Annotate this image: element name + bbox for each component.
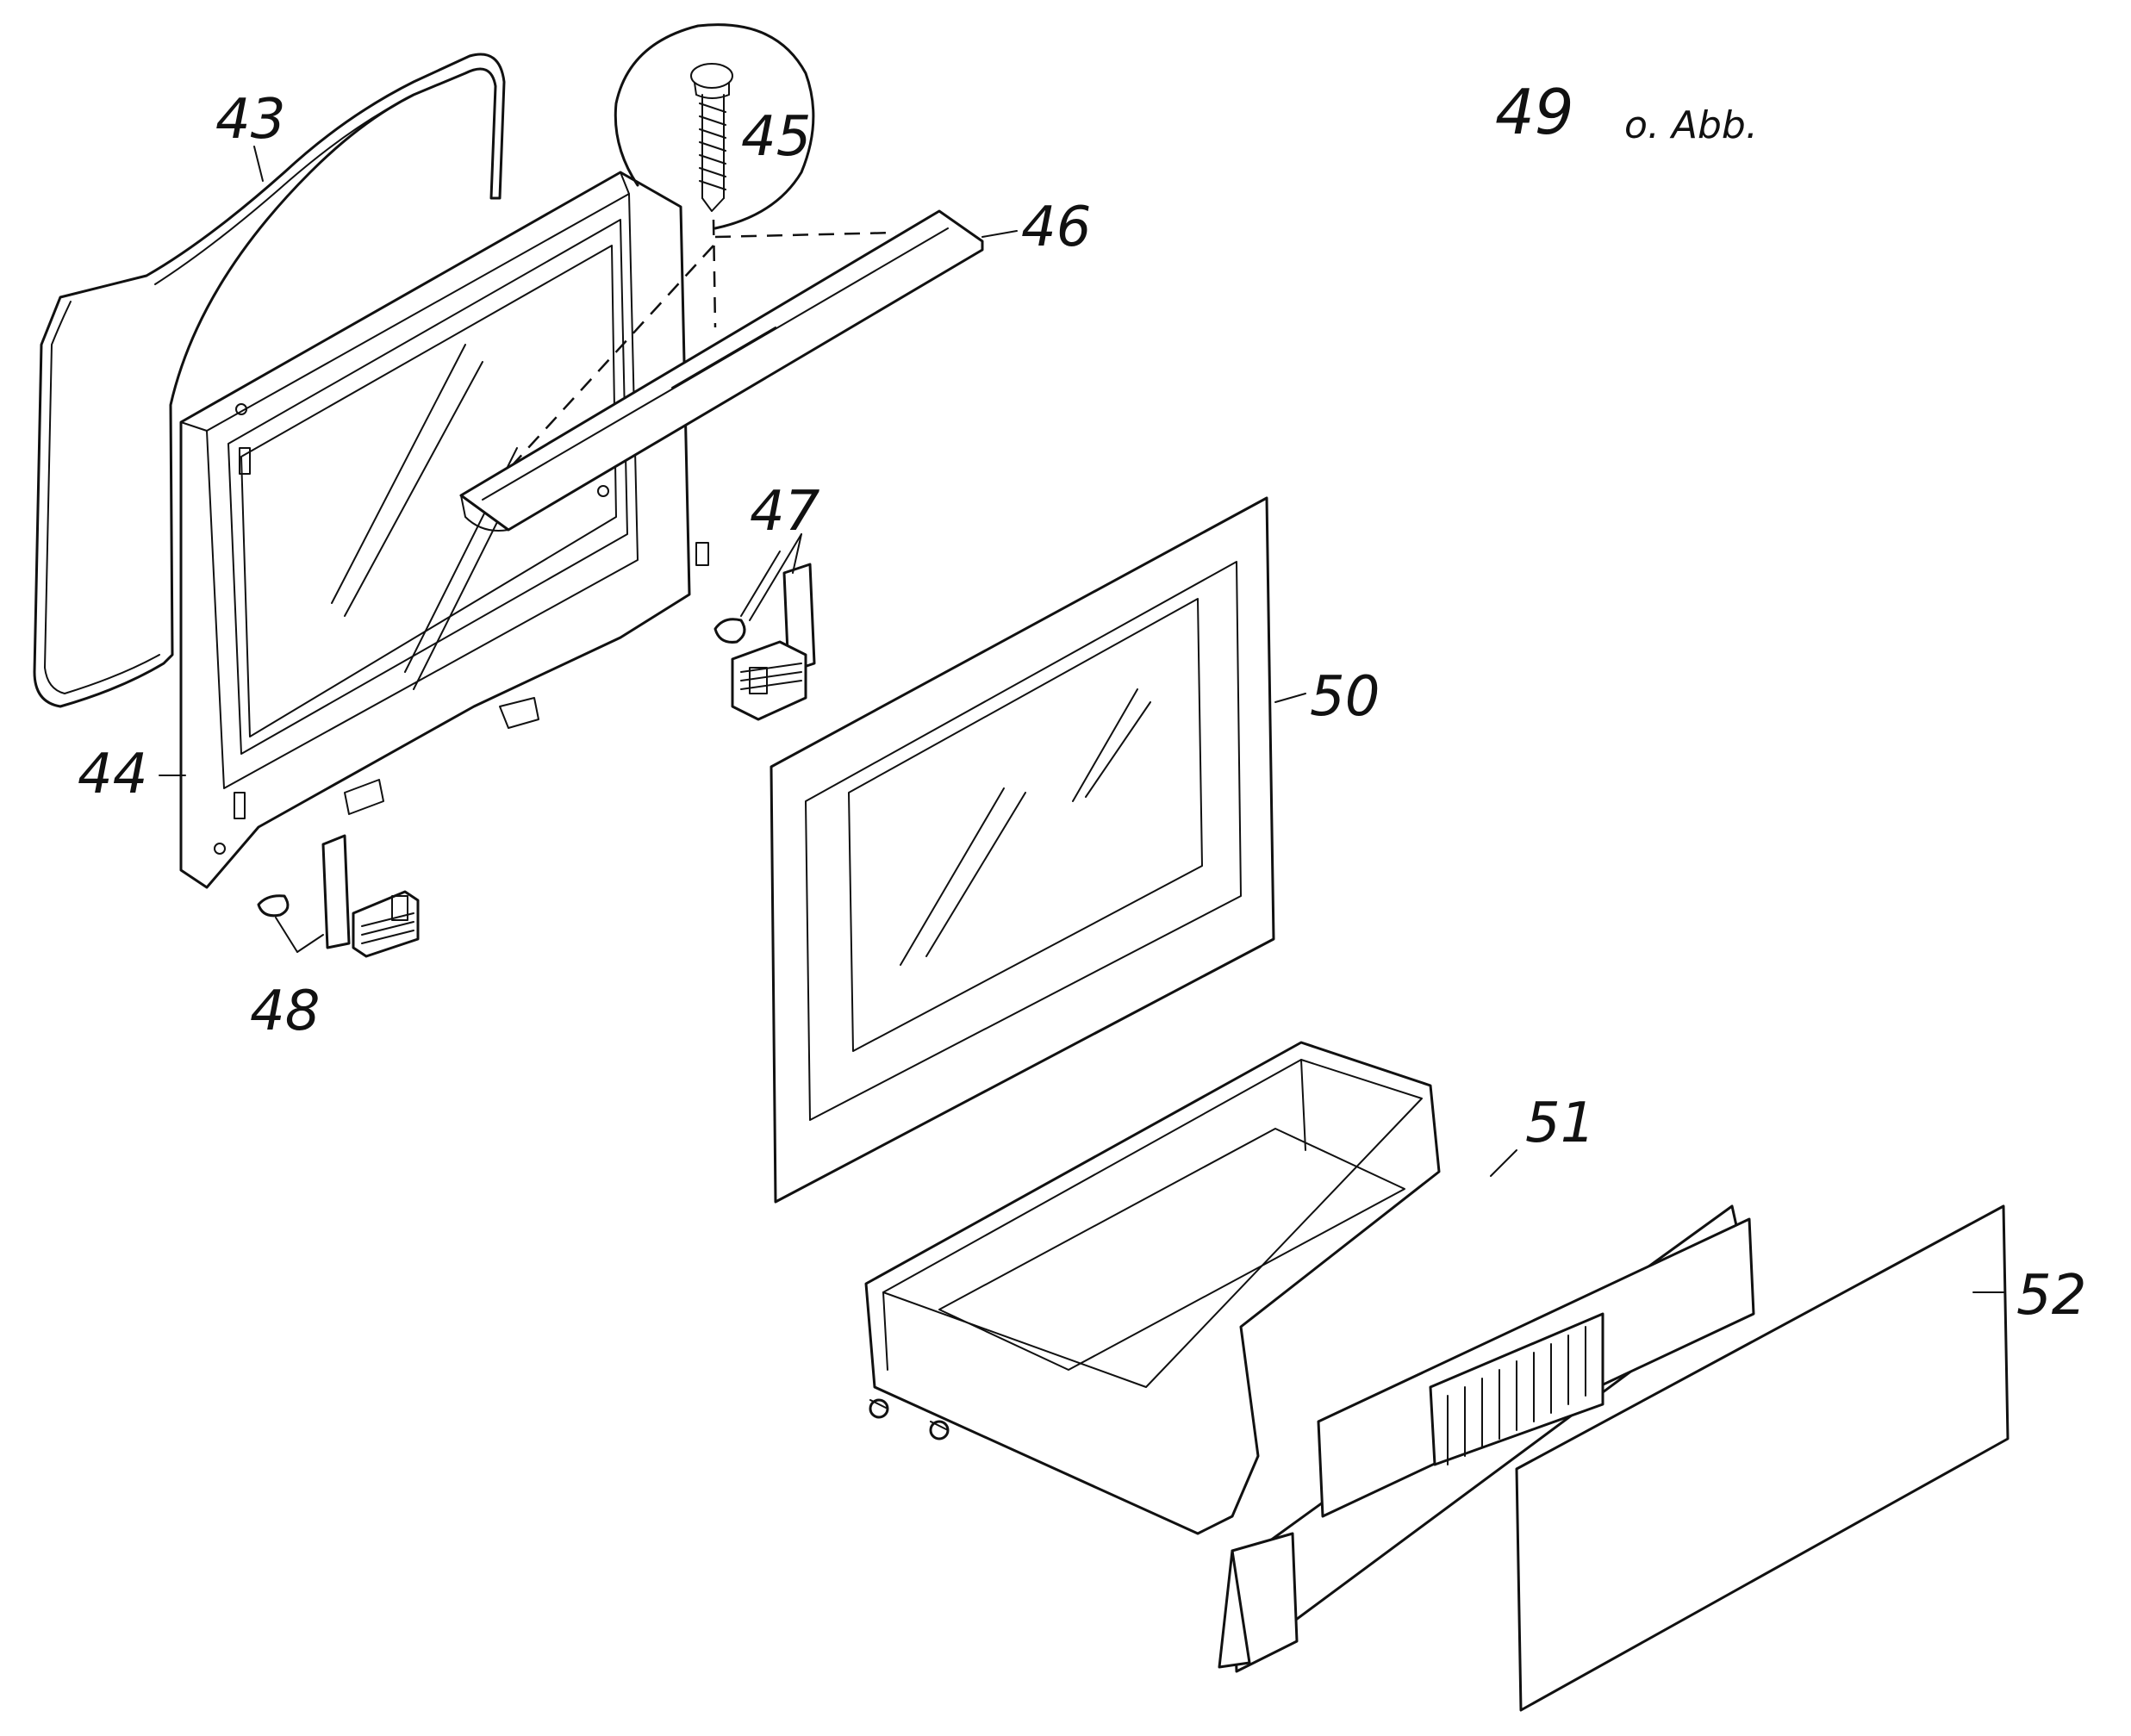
part-46-handle-bar <box>459 209 984 532</box>
part-50-door-glass-panel <box>770 496 1275 1204</box>
label-48: 48 <box>250 980 320 1043</box>
label-50: 50 <box>1310 665 1380 729</box>
label-46: 46 <box>1021 196 1091 259</box>
label-45: 45 <box>741 105 811 169</box>
label-51: 51 <box>1525 1092 1595 1155</box>
label-43: 43 <box>215 88 285 152</box>
label-52: 52 <box>2016 1264 2086 1328</box>
label-44: 44 <box>78 743 147 806</box>
part-44-inner-door-frame <box>179 171 709 889</box>
label-47: 47 <box>750 480 820 544</box>
part-52-drawer-front-panel <box>1515 1204 2009 1712</box>
part-45-screw-detail <box>508 23 897 470</box>
part-43-gasket <box>33 53 506 708</box>
part-47-hinge <box>713 551 816 721</box>
note-number-49: 49 <box>1495 76 1574 148</box>
note-text: o. Abb. <box>1624 103 1758 147</box>
part-51-drawer <box>864 1041 1755 1673</box>
leader-lines <box>159 146 2004 1293</box>
part-48-hinge <box>257 834 420 958</box>
